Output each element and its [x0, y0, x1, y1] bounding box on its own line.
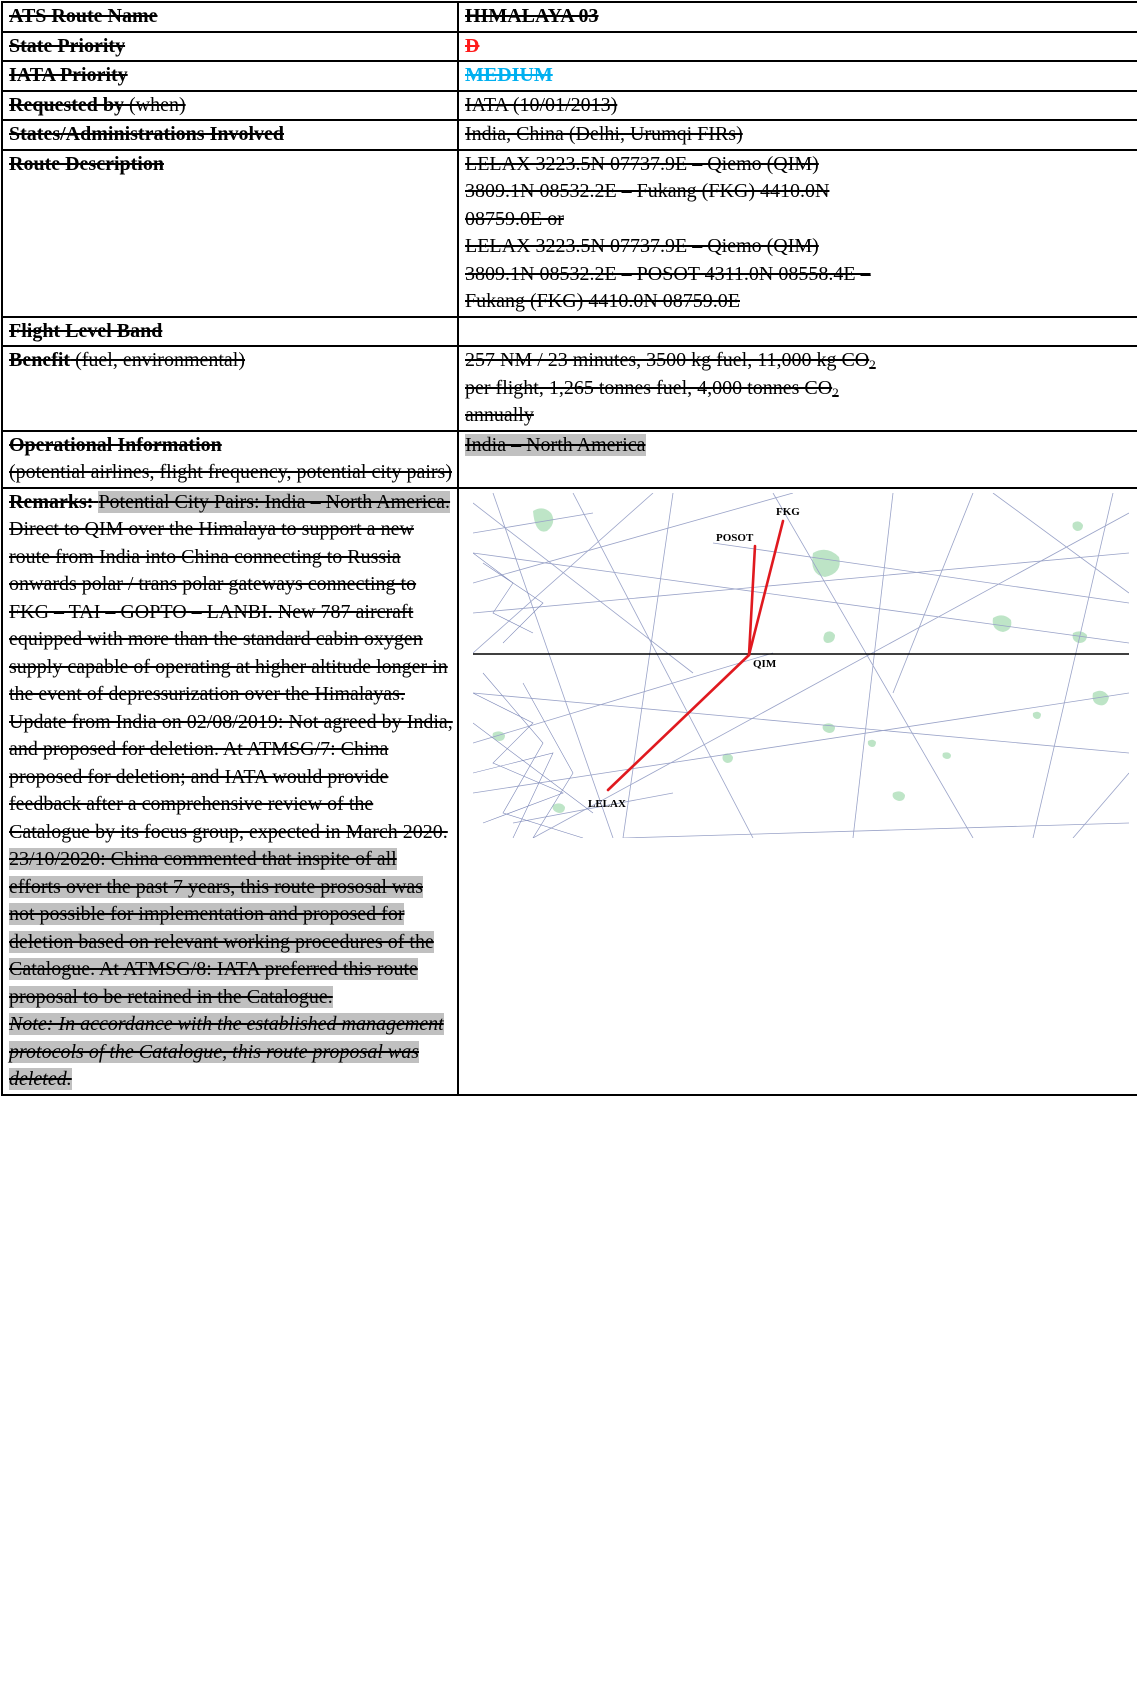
row-requested-by: Requested by (when) IATA (10/01/2013) — [1, 89, 1137, 121]
benefit-line-2: per flight, 1,265 tonnes fuel, 4,000 ton… — [465, 375, 1135, 403]
row-states-involved: States/Administrations Involved India, C… — [1, 119, 1137, 151]
route-description-line: LELAX 3223.5N 07737.9E – Qiemo (QIM) — [465, 152, 819, 175]
remarks-label: Remarks: — [9, 490, 94, 513]
operational-info-value-cell: India – North America — [457, 429, 1137, 489]
benefit-line-3: annually — [465, 404, 534, 426]
route-description-value: LELAX 3223.5N 07737.9E – Qiemo (QIM) 380… — [457, 148, 1137, 318]
route-lines — [606, 519, 785, 791]
row-state-priority: State Priority D — [1, 30, 1137, 62]
row-benefit: Benefit (fuel, environmental) 257 NM / 2… — [1, 345, 1137, 432]
iata-priority-value: MEDIUM — [457, 60, 1137, 92]
benefit-label: Benefit — [9, 349, 71, 371]
waypoint-qim: QIM — [753, 658, 777, 670]
row-route-name: ATS Route Name HIMALAYA 03 — [1, 1, 1137, 33]
benefit-value: 257 NM / 23 minutes, 3500 kg fuel, 11,00… — [457, 345, 1137, 432]
row-operational-info: Operational Information (potential airlin… — [1, 429, 1137, 489]
dense-airway-cluster — [473, 552, 594, 838]
remarks-cell: Remarks: Potential City Pairs: India – N… — [1, 486, 459, 1096]
states-involved-value: India, China (Delhi, Urumqi FIRs) — [457, 119, 1137, 151]
benefit-line-2-text: per flight, 1,265 tonnes fuel, 4,000 ton… — [465, 376, 833, 399]
route-name-value: HIMALAYA 03 — [457, 1, 1137, 33]
co2-subscript: 2 — [869, 357, 876, 372]
route-description-line: 3809.1N 08532.2E – POSOT 4311.0N 08558.4… — [465, 262, 871, 285]
airway-network — [473, 492, 1129, 838]
route-map: FKG POSOT QIM LELAX — [473, 492, 1129, 838]
operational-info-label: Operational Information — [9, 433, 222, 456]
flight-level-band-label: Flight Level Band — [1, 315, 459, 347]
route-description-line: 3809.1N 08532.2E – Fukang (FKG) 4410.0N — [465, 180, 830, 202]
requested-by-label: Requested by — [9, 93, 125, 116]
waypoint-lelax: LELAX — [588, 798, 626, 810]
row-route-description: Route Description LELAX 3223.5N 07737.9E… — [1, 148, 1137, 318]
benefit-cell: Benefit (fuel, environmental) — [1, 345, 459, 432]
row-remarks: Remarks: Potential City Pairs: India – N… — [1, 486, 1137, 1096]
requested-by-note: (when) — [124, 93, 186, 116]
benefit-line-1-text: 257 NM / 23 minutes, 3500 kg fuel, 11,00… — [465, 349, 870, 371]
iata-priority-label: IATA Priority — [1, 60, 459, 92]
route-description-line: 08759.0E or — [465, 207, 564, 230]
route-name-label: ATS Route Name — [1, 1, 459, 33]
state-priority-label: State Priority — [1, 30, 459, 62]
route-segment-qim-posot — [747, 544, 757, 656]
route-segment-lelax-qim — [606, 653, 751, 791]
remarks-highlight-2: 23/10/2020: China commented that inspite… — [9, 848, 434, 1008]
route-segment-qim-fkg — [747, 519, 785, 656]
state-priority-value: D — [457, 30, 1137, 62]
route-description-line: Fukang (FKG) 4410.0N 08759.0E — [465, 290, 740, 312]
route-table: ATS Route Name HIMALAYA 03 State Priorit… — [1, 1, 1137, 1096]
requested-by-cell: Requested by (when) — [1, 89, 459, 121]
states-involved-label: States/Administrations Involved — [1, 119, 459, 151]
operational-info-value: India – North America — [465, 433, 646, 456]
benefit-line-1: 257 NM / 23 minutes, 3500 kg fuel, 11,00… — [465, 347, 1135, 375]
route-description-label: Route Description — [1, 148, 459, 318]
waypoint-posot: POSOT — [716, 532, 754, 544]
route-document: ATS Route Name HIMALAYA 03 State Priorit… — [1, 1, 1137, 1096]
map-cell: FKG POSOT QIM LELAX — [457, 486, 1137, 1096]
co2-subscript: 2 — [832, 384, 839, 400]
benefit-note: (fuel, environmental) — [70, 349, 246, 371]
remarks-text: Direct to QIM over the Himalaya to suppo… — [9, 518, 453, 843]
waypoint-fkg: FKG — [776, 506, 800, 518]
operational-info-cell: Operational Information (potential airlin… — [1, 429, 459, 489]
row-iata-priority: IATA Priority MEDIUM — [1, 60, 1137, 92]
requested-by-value: IATA (10/01/2013) — [457, 89, 1137, 121]
remarks-note: Note: In accordance with the established… — [9, 1013, 444, 1090]
flight-level-band-value — [457, 315, 1137, 347]
route-description-line: LELAX 3223.5N 07737.9E – Qiemo (QIM) — [465, 235, 819, 257]
operational-info-note: (potential airlines, flight frequency, p… — [9, 461, 452, 483]
row-flight-level-band: Flight Level Band — [1, 315, 1137, 347]
remarks-highlight-1: Potential City Pairs: India – North Amer… — [98, 490, 451, 513]
